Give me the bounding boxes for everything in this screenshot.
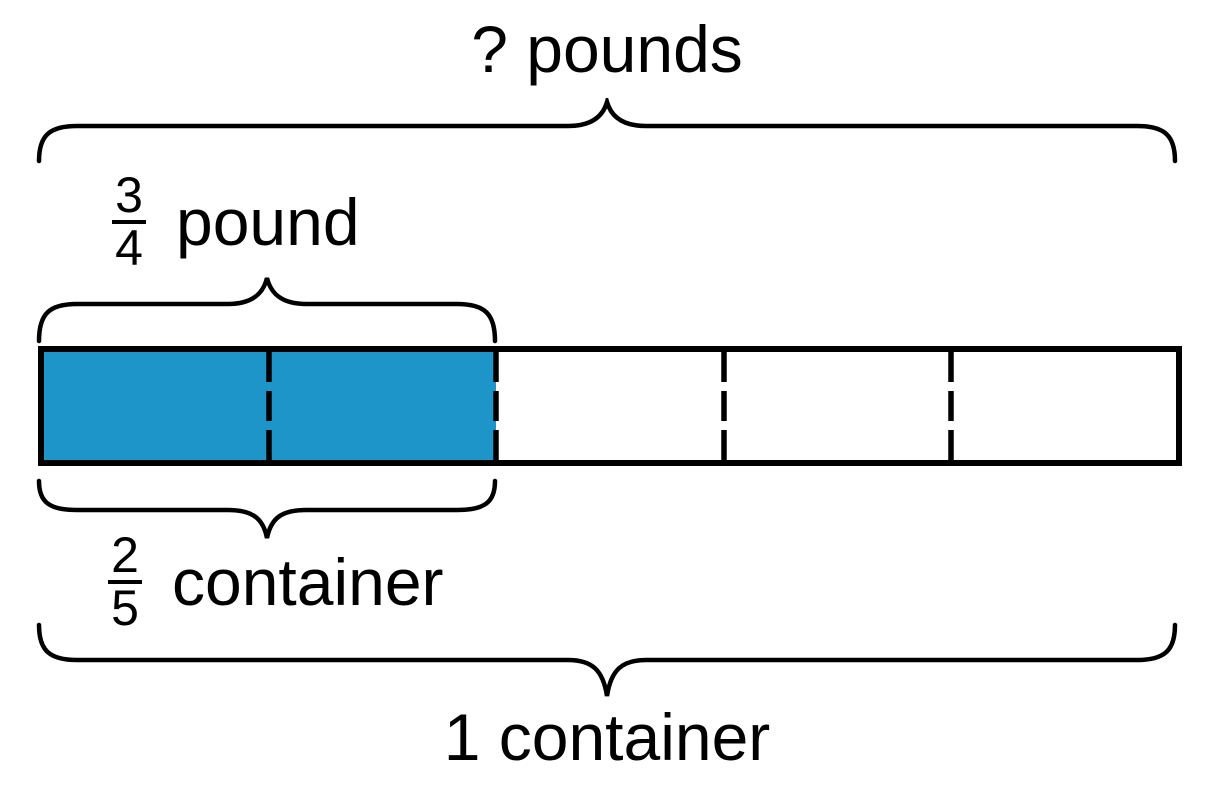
pound-fraction-brace-path [36,277,498,344]
bar-outline [38,346,1182,466]
pound-unit-word: pound [176,185,360,259]
pounds-total-brace-path [36,98,1178,164]
pound-fraction-denominator: 4 [112,220,146,273]
tape-bar [38,346,1182,466]
pounds-total-label: ? pounds [471,12,743,86]
container-fraction-denominator: 5 [108,580,142,633]
pound-fraction-brace [36,277,498,344]
container-fraction-label: 2 5 container [108,527,444,633]
container-total-label: 1 container [443,700,771,774]
container-fraction-brace [36,478,498,539]
pound-fraction: 3 4 [112,167,146,273]
container-fraction: 2 5 [108,527,142,633]
container-fraction-brace-path [36,478,498,539]
container-total-brace-path [36,622,1178,697]
pound-fraction-label: 3 4 pound [112,167,360,273]
pound-fraction-numerator: 3 [115,167,143,223]
container-unit-word: container [172,545,444,619]
container-total-brace [36,622,1178,697]
pounds-total-brace [36,98,1178,164]
container-fraction-numerator: 2 [111,527,139,583]
